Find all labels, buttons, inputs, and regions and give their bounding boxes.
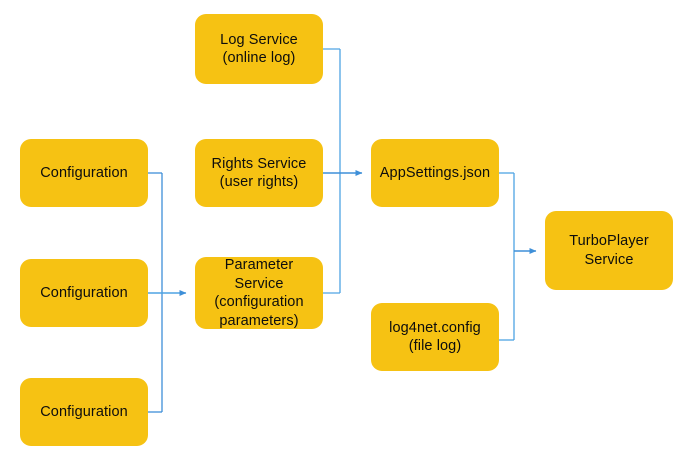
node-rights-service[interactable]: Rights Service (user rights) xyxy=(195,139,323,207)
node-turboplayer-service-label: TurboPlayer Service xyxy=(569,233,649,268)
node-appsettings-json[interactable]: AppSettings.json xyxy=(371,139,499,207)
node-log4net-config[interactable]: log4net.config (file log) xyxy=(371,303,499,371)
node-log-service-label: Log Service (online log) xyxy=(220,31,298,67)
node-log-service[interactable]: Log Service (online log) xyxy=(195,14,323,84)
node-configuration-2-label: Configuration xyxy=(40,284,128,301)
node-log4net-config-label: log4net.config (file log) xyxy=(389,319,481,355)
node-configuration-3[interactable]: Configuration xyxy=(20,378,148,446)
node-appsettings-json-label: AppSettings.json xyxy=(379,164,491,181)
node-configuration-1[interactable]: Configuration xyxy=(20,139,148,207)
node-configuration-1-label: Configuration xyxy=(40,164,128,181)
node-rights-service-label: Rights Service (user rights) xyxy=(211,155,307,191)
node-parameter-service-label: Parameter Service (configuration paramet… xyxy=(214,257,304,329)
node-configuration-2[interactable]: Configuration xyxy=(20,259,148,327)
node-parameter-service[interactable]: Parameter Service (configuration paramet… xyxy=(195,257,323,329)
node-turboplayer-service[interactable]: TurboPlayer Service xyxy=(545,211,673,290)
node-configuration-3-label: Configuration xyxy=(40,403,128,420)
